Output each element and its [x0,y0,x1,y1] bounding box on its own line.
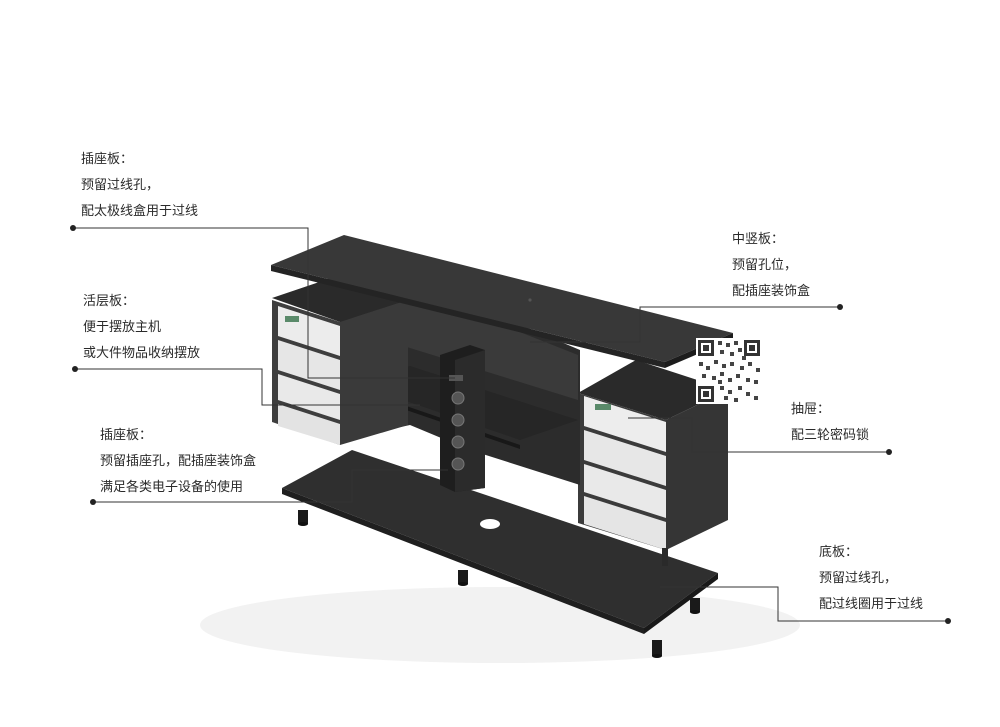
foot [458,570,468,584]
drawer [584,430,666,486]
right-drawer-unit [578,360,728,566]
annotation-line: 配插座装饰盒 [732,284,811,299]
socket-icon [451,435,465,449]
leader-drawer [628,417,889,453]
annotation-line: 预留过线孔， [81,178,160,193]
annotation-title: 中竖板： [732,232,785,247]
foot [652,640,662,656]
leader-base [660,586,948,622]
cable-hole [480,519,500,529]
annotation-title: 插座板： [81,152,134,167]
annotation-socket-panel: 插座板： 预留插座孔，配插座装饰盒 满足各类电子设备的使用 [100,423,256,501]
annotation-adjustable-shelf: 活层板： 便于摆放主机 或大件物品收纳摆放 [83,289,200,367]
socket-icon [451,413,465,427]
lock-icon [285,316,299,322]
annotation-middle-vertical: 中竖板： 预留孔位， 配插座装饰盒 [732,227,810,305]
socket-icon [451,391,465,405]
annotation-title: 插座板： [100,428,153,443]
left-drawer-unit [272,275,408,445]
drawer [584,464,666,518]
leader-lines [73,227,948,622]
leader-middle-vertical [530,306,840,343]
annotation-title: 活层板： [83,294,136,309]
annotation-line: 配三轮密码锁 [791,428,870,443]
foot [298,510,308,524]
annotation-title: 底板： [819,545,859,560]
leader-dots [70,225,951,624]
leader-socket-panel [93,469,448,503]
lock-icon [595,404,611,410]
drawer [278,374,340,420]
socket-icon [451,457,465,471]
annotation-line: 配过线圈用于过线 [819,597,924,612]
annotation-title: 抽屉： [791,402,831,417]
annotation-line: 便于摆放主机 [83,320,162,335]
annotation-line: 预留孔位， [732,258,798,273]
annotation-base-board: 底板： 预留过线孔， 配过线圈用于过线 [819,540,923,618]
leader-socket-top [73,227,455,379]
foot [690,598,700,612]
leader-shelf [75,368,420,406]
annotation-socket-top: 插座板： 预留过线孔， 配太极线盒用于过线 [81,147,198,225]
drawer [278,404,340,445]
annotation-line: 或大件物品收纳摆放 [83,346,201,361]
drawer [584,496,666,550]
annotation-line: 预留插座孔，配插座装饰盒 [100,454,257,469]
annotation-line: 预留过线孔， [819,571,898,586]
floor-shadow [200,587,800,663]
annotation-line: 满足各类电子设备的使用 [100,480,244,495]
annotation-line: 配太极线盒用于过线 [81,204,199,219]
annotation-drawer: 抽屉： 配三轮密码锁 [791,397,869,449]
base-board [282,450,718,658]
qr-code [696,338,762,404]
